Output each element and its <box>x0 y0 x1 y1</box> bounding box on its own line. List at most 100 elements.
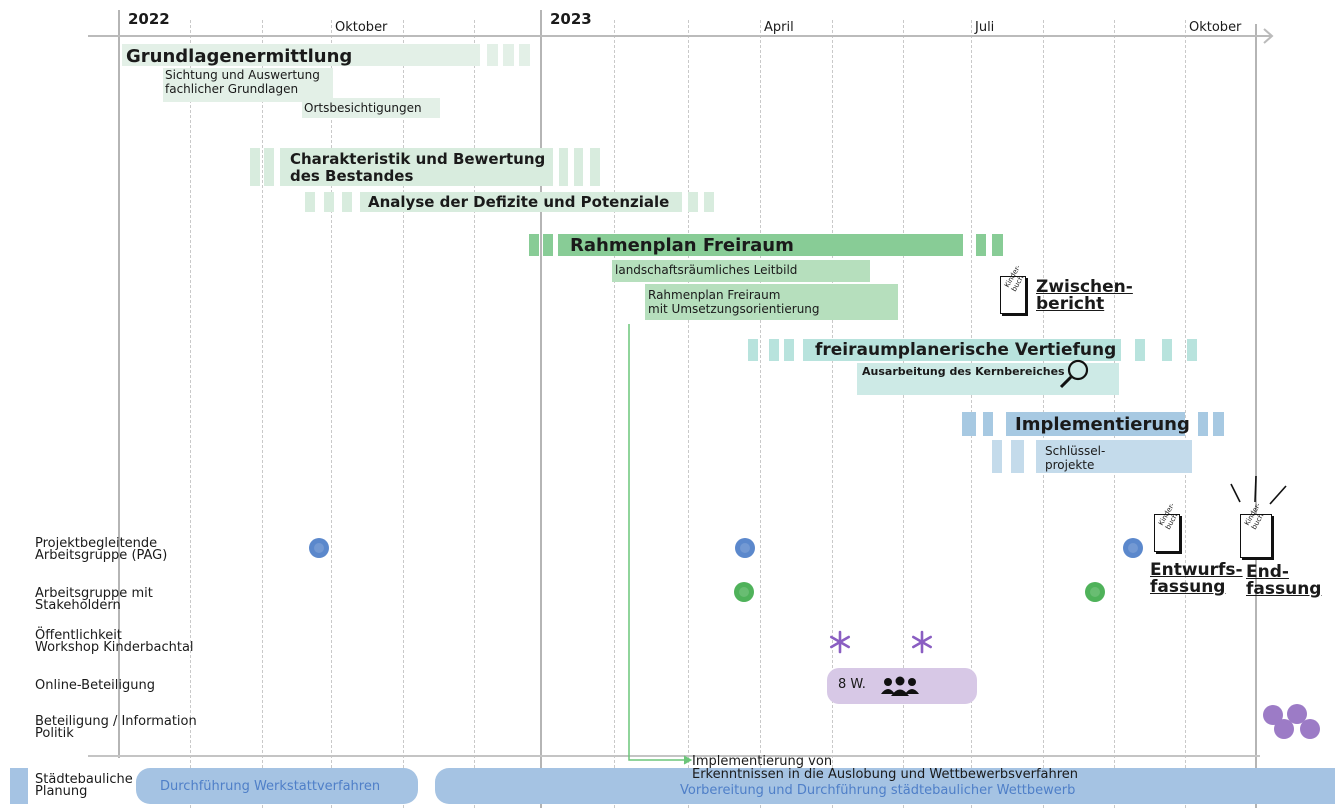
politik-dot <box>1287 704 1307 724</box>
rahmenplan-title: Rahmenplan Freiraum <box>570 235 794 256</box>
end-line <box>1255 24 1257 808</box>
vertiefung-bar-lead <box>769 339 779 361</box>
magnifier-icon <box>1059 359 1089 389</box>
book-icon: Kinder- buch <box>1240 502 1272 558</box>
schluesselprojekte-label: Schlüssel- projekte <box>1045 444 1106 472</box>
rahmenplan-bar <box>558 234 963 256</box>
grundlagen-bar-tail <box>503 44 514 66</box>
row-label-pag: Projektbegleitende Arbeitsgruppe (PAG) <box>35 536 168 563</box>
grid-line-oktober-2022 <box>331 20 332 808</box>
vertiefung-bar <box>803 339 1121 361</box>
grid-line <box>403 20 404 808</box>
wettbewerb-label: Vorbereitung und Durchführung städtebaul… <box>680 783 1076 798</box>
entwurfsfassung-label: Entwurfs- fassung <box>1150 560 1243 597</box>
umsetzung-label: Rahmenplan Freiraum mit Umsetzungsorient… <box>648 288 820 316</box>
grundlagen-title: Grundlagenermittlung <box>126 46 353 67</box>
row-label-oeffentlichkeit: Öffentlichkeit Workshop Kinderbachtal <box>35 628 194 655</box>
implementierung-bar <box>1006 412 1185 436</box>
analyse-bar-lead <box>324 192 334 212</box>
asterisk-icon <box>829 630 851 654</box>
grid-line-oktober-2023 <box>1185 20 1186 808</box>
book-label: Kinder- buch <box>1003 263 1026 293</box>
wettbewerb-bar <box>435 768 1335 804</box>
analyse-label: Analyse der Defizite und Potenziale <box>368 193 670 211</box>
online-duration-label: 8 W. <box>838 677 866 692</box>
implementierung-bar-lead <box>962 412 976 436</box>
zwischenbericht-label: Zwischen- bericht <box>1036 277 1133 314</box>
analyse-bar-lead <box>342 192 352 212</box>
row-label-staedtebau: Städtebauliche Planung <box>35 772 133 799</box>
row-label-politik: Beteiligung / Information Politik <box>35 714 197 741</box>
grundlagen-bar-tail <box>487 44 498 66</box>
politik-dot <box>1274 719 1294 739</box>
grundlagen-sub1-label: Sichtung und Auswertung fachlicher Grund… <box>165 68 320 96</box>
grid-line <box>262 20 263 808</box>
charakteristik-bar-lead <box>264 148 274 186</box>
charakteristik-bar-tail <box>559 148 568 186</box>
vertiefung-bar-lead <box>748 339 758 361</box>
month-label-oktober-2023: Oktober <box>1189 20 1242 35</box>
book-icon: Kinder- buch <box>1000 264 1026 314</box>
rahmenplan-bar-lead <box>543 234 553 256</box>
grundlagen-sub1-bar <box>163 68 333 102</box>
grid-line <box>614 20 615 808</box>
grid-line <box>688 20 689 808</box>
stakeholder-meeting-dot <box>734 582 754 602</box>
staedtebau-marker <box>10 768 28 804</box>
grid-line <box>474 20 475 808</box>
rahmenplan-bar-lead <box>529 234 539 256</box>
schluesselprojekte-bar <box>1036 440 1192 473</box>
analyse-bar-lead <box>305 192 315 212</box>
arrow-right-icon <box>683 755 693 765</box>
analyse-bar-tail <box>704 192 714 212</box>
leitbild-bar <box>612 260 870 282</box>
umsetzung-bar <box>645 284 898 320</box>
month-label-oktober-2022: Oktober <box>335 20 388 35</box>
month-label-april: April <box>764 20 794 35</box>
implementation-arrow <box>628 324 693 765</box>
grid-line <box>903 20 904 808</box>
pag-meeting-dot <box>735 538 755 558</box>
highlight-rays-icon <box>1230 475 1287 505</box>
grid-line <box>190 20 191 808</box>
stakeholder-meeting-dot <box>1085 582 1105 602</box>
grid-line <box>832 20 833 808</box>
year-label-2023: 2023 <box>550 10 592 28</box>
online-beteiligung-bar <box>827 668 977 704</box>
row-label-stakeholder: Arbeitsgruppe mit Stakeholdern <box>35 586 153 613</box>
book-icon: Kinder- buch <box>1154 502 1180 552</box>
endfassung-label: End- fassung <box>1246 562 1322 599</box>
pag-meeting-dot <box>1123 538 1143 558</box>
implementierung-bar-tail <box>1198 412 1208 436</box>
schluesselprojekte-bar-lead <box>1011 440 1024 473</box>
grundlagen-bar-tail <box>519 44 530 66</box>
politik-dot <box>1300 719 1320 739</box>
analyse-bar-tail <box>688 192 698 212</box>
rahmenplan-bar-tail <box>976 234 986 256</box>
charakteristik-bar-lead <box>250 148 260 186</box>
grundlagen-sub2-label: Ortsbesichtigungen <box>304 101 422 115</box>
werkstattverfahren-bar <box>136 768 418 804</box>
implementierung-title: Implementierung <box>1015 414 1190 435</box>
implementation-note: Implementierung von Erkenntnissen in die… <box>692 754 1079 782</box>
rahmenplan-bar-tail <box>992 234 1003 256</box>
analyse-bar <box>360 192 682 212</box>
grundlagen-sub2-bar <box>302 98 440 118</box>
row-label-online: Online-Beteiligung <box>35 678 155 693</box>
pag-meeting-dot <box>309 538 329 558</box>
grundlagen-bar <box>122 44 480 66</box>
grid-line-april <box>760 20 761 808</box>
vertiefung-bar-lead <box>784 339 794 361</box>
leitbild-label: landschaftsräumliches Leitbild <box>615 263 798 277</box>
implementierung-bar-tail <box>1213 412 1224 436</box>
charakteristik-title: Charakteristik und Bewertung des Bestand… <box>290 150 546 185</box>
bottom-axis <box>88 755 1260 757</box>
charakteristik-bar-tail <box>590 148 600 186</box>
schluesselprojekte-bar-lead <box>992 440 1002 473</box>
start-line <box>118 10 120 758</box>
implementierung-bar-lead <box>983 412 993 436</box>
asterisk-icon <box>911 630 933 654</box>
vertiefung-bar-tail <box>1162 339 1172 361</box>
year-label-2022: 2022 <box>128 10 170 28</box>
vertiefung-title: freiraumplanerische Vertiefung <box>815 340 1117 360</box>
